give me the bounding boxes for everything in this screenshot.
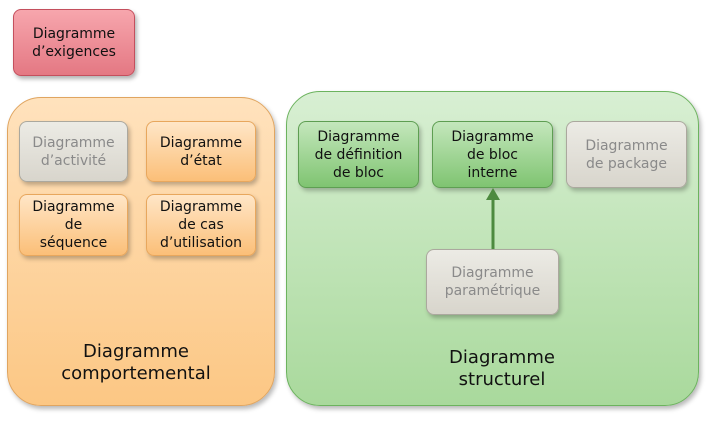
activity-diagram-box: Diagramme d’activité (19, 121, 128, 182)
sequence-diagram-box: Diagramme de séquence (19, 194, 128, 256)
parametric-diagram-box: Diagramme paramétrique (426, 249, 559, 315)
behavioral-group-label: Diagramme comportemental (61, 341, 211, 384)
package-diagram-box: Diagramme de package (566, 121, 687, 188)
block-definition-diagram-box: Diagramme de définition de bloc (298, 121, 419, 188)
structural-group-label: Diagramme structurel (449, 347, 555, 390)
requirements-diagram-box: Diagramme d’exigences (13, 9, 135, 76)
internal-block-diagram-box: Diagramme de bloc interne (432, 121, 553, 188)
state-diagram-box: Diagramme d’état (146, 121, 256, 182)
use-case-diagram-box: Diagramme de cas d’utilisation (146, 194, 256, 256)
